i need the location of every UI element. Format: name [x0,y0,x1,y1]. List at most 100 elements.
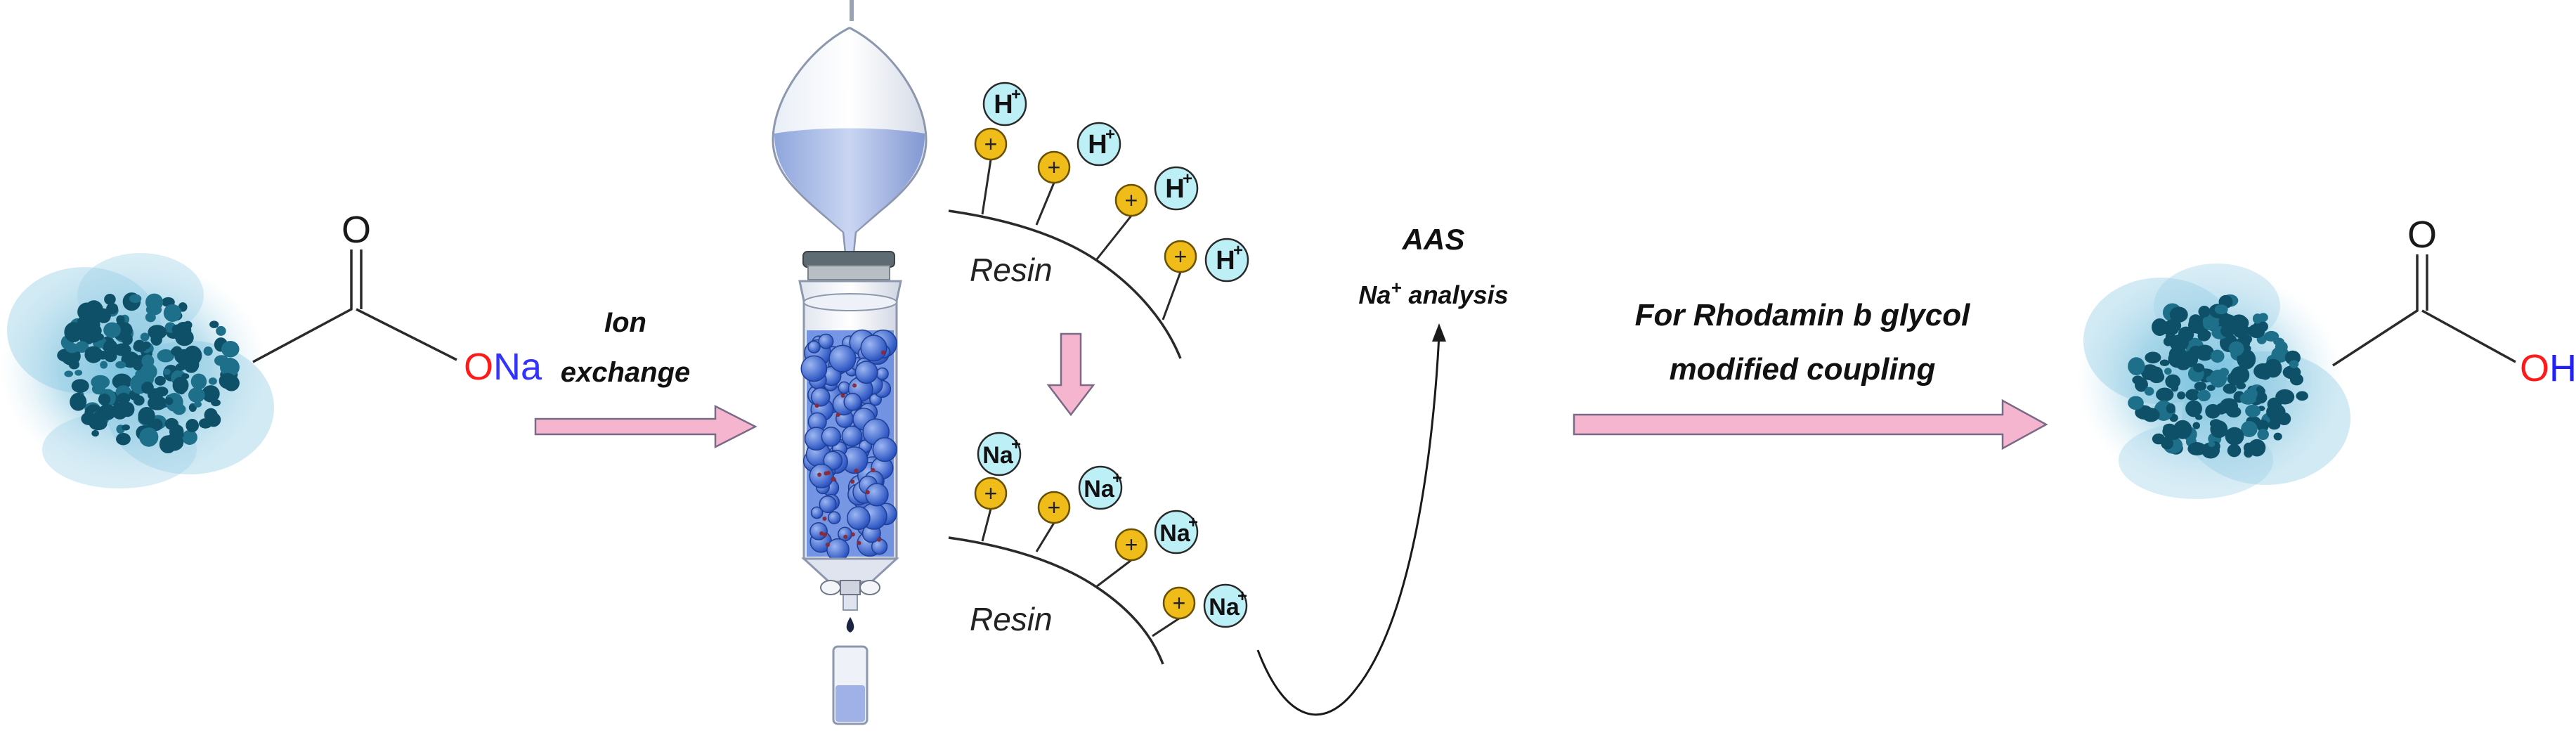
particle-dot [2185,400,2202,417]
particle-dot [203,391,216,402]
particle-dot [2255,391,2268,404]
particle-dot [165,397,174,406]
bound-ion-dot [843,534,848,539]
resin-bead [819,495,837,514]
aas-curved-arrow: AAS Na+ analysis [1256,223,1509,716]
site-stalk [1095,215,1133,261]
particle-dot [203,346,213,356]
particle-dot [2164,368,2172,375]
particle-dot [84,300,104,320]
particle-dot [2257,429,2269,441]
particle-dot [2206,375,2216,383]
resin-bead [846,506,871,531]
particle-dot [2134,377,2148,392]
particle-dot [2187,442,2206,456]
site-stalk [1162,271,1182,320]
particle-dot [163,304,182,322]
bound-ion-dot [850,479,855,484]
particle-dot [2195,414,2203,420]
particle-dot [182,429,197,445]
counter-ion-label: Na [1209,594,1240,621]
particle-dot [122,424,130,431]
particle-dot [169,424,184,439]
particle-dot [2289,373,2304,386]
resin-bead [807,340,821,354]
particle-dot [2208,441,2216,448]
particle-dot [2214,304,2228,315]
arrow2-line2: modified coupling [1670,352,1936,387]
particle-dot [141,382,154,394]
particle-dot [176,351,196,367]
particle-dot [2264,358,2282,378]
counter-ion-label: Na [982,442,1014,469]
particle-dot [84,346,103,363]
particle-dot [2152,318,2168,336]
particle-dot [2237,349,2256,370]
counter-ion-ball [1076,122,1121,167]
particle-dot [2197,389,2211,401]
particle-dot [2289,360,2299,368]
particle-dot [2256,386,2265,394]
particle-dot [2256,419,2269,432]
particle-dot [159,435,177,454]
particle-dot [139,427,159,447]
counter-ion-ball [1204,238,1249,283]
particle-dot [194,401,202,408]
right-nanoparticle [2076,264,2350,499]
particle-dot [2168,349,2188,368]
aas-analysis-label: Na+ analysis [1358,277,1508,309]
fixed-charge-label: + [1173,590,1186,616]
particle-dot [94,333,104,341]
resin-bead [821,427,842,447]
left-na-label: Na [493,346,542,388]
bound-ion-dot [857,540,861,545]
counter-ion-ball [977,432,1022,477]
funnel-liquid [774,128,925,232]
particle-dot [145,312,156,323]
particle-dot [2248,439,2266,457]
particle-dot [2219,398,2239,414]
particle-dot [71,379,89,393]
particle-dot [112,402,129,420]
site-stalk [1095,559,1132,588]
particle-dot [2275,341,2288,353]
particle-dot [2192,422,2201,429]
particle-dot [2218,313,2237,329]
particle-dot [2252,313,2263,324]
particle-dot [2210,420,2228,439]
bound-ion-dot [825,543,830,547]
particle-dot [2245,404,2261,417]
particle-dot [2166,403,2175,414]
particle-dot [2209,369,2227,388]
particle-dot [2233,316,2249,330]
counter-ion-label: Na [1159,520,1191,547]
particle-dot [104,294,116,305]
fixed-charge-label: + [1125,532,1138,557]
particle-dot [2167,319,2175,327]
fixed-charge-ball [1114,183,1148,217]
bound-ion-dot [852,383,857,388]
particle-dot [2142,408,2160,422]
fixed-charge-ball [1037,150,1071,184]
bound-ion-dot [817,472,822,477]
bound-ion-dot [865,490,870,495]
counter-ion-ball [1203,583,1248,628]
aas-title: AAS [1402,223,1465,256]
particle-dot [219,372,236,389]
counter-ion-charge: + [1237,587,1247,606]
fixed-charge-label: + [984,131,998,157]
resin-bead [860,335,887,362]
particle-dot [70,392,87,411]
particle-dot [98,393,111,406]
particle-dot [145,293,164,311]
arrow1-line1: Ion [604,307,646,338]
counter-ion-ball [1078,465,1123,510]
fixed-charge-ball [1114,528,1148,562]
counter-ion-charge: + [1233,241,1243,260]
resin-bead [827,511,841,524]
coupling-arrow: For Rhodamin b glycol modified coupling [1573,298,2048,450]
particle-dot [115,361,126,369]
particle-dot [171,346,183,357]
resin-top-surface [948,209,1182,359]
particle-dot [91,375,110,389]
